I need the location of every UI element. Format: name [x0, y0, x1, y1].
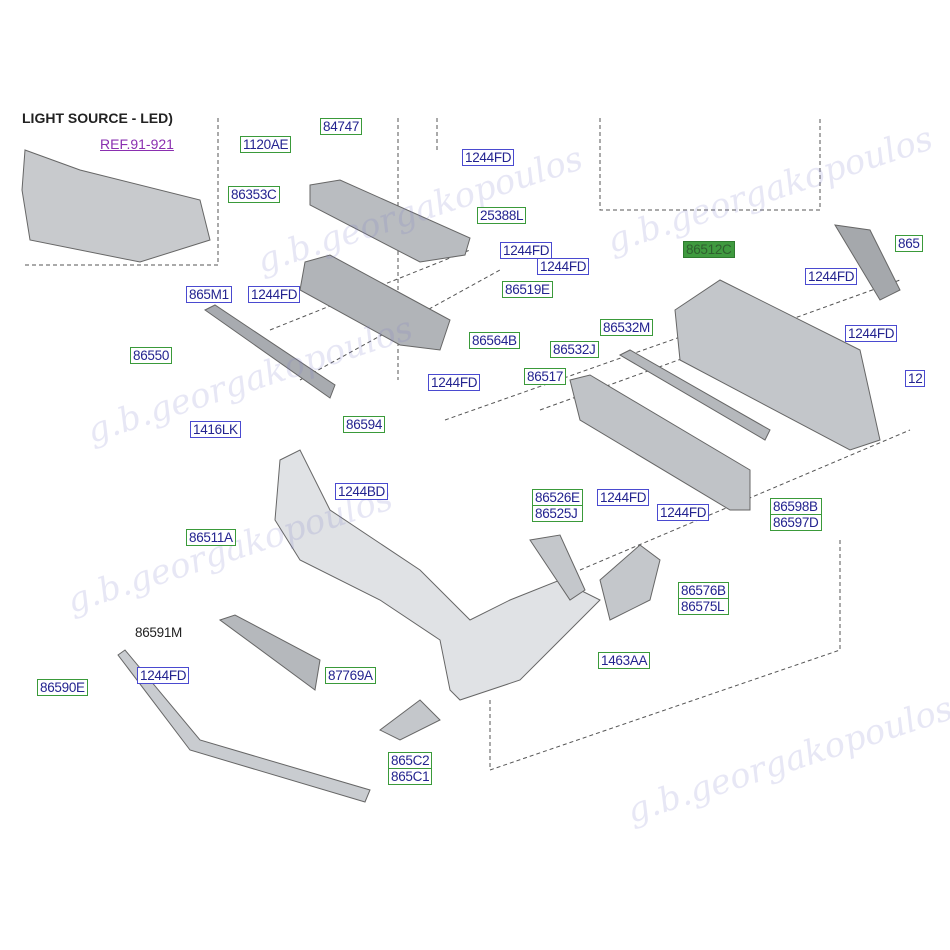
part-label-group: 865C2 865C1	[388, 752, 433, 785]
bracket-86526E	[529, 534, 586, 601]
part-label[interactable]: 87769A	[325, 667, 376, 684]
part-label[interactable]: 86597D	[771, 515, 821, 530]
part-label[interactable]: 1244FD	[428, 374, 481, 391]
part-label[interactable]: 86511A	[186, 529, 236, 546]
part-label[interactable]: 1416LK	[190, 421, 241, 438]
part-label[interactable]: 86591M	[133, 625, 184, 640]
part-label[interactable]: 865C1	[389, 769, 432, 784]
part-label[interactable]: 1244FD	[137, 667, 190, 684]
part-label[interactable]: 1244FD	[657, 504, 710, 521]
lower-bar-86532J	[569, 374, 751, 511]
part-label-highlighted[interactable]: 86512C	[683, 241, 735, 258]
part-label[interactable]: 1244FD	[537, 258, 590, 275]
part-label[interactable]: 1244FD	[248, 286, 301, 303]
part-label[interactable]: 1463AA	[598, 652, 651, 669]
part-label[interactable]: 1244FD	[462, 149, 515, 166]
grille-86512C	[674, 279, 881, 451]
molding-865M1	[204, 304, 336, 399]
part-label[interactable]: 86525J	[533, 506, 582, 521]
strip-86532M	[618, 349, 771, 441]
part-label[interactable]: 1120AE	[240, 136, 292, 153]
led-module	[21, 149, 211, 263]
part-label-group: 86576B 86575L	[678, 582, 729, 615]
part-label[interactable]: 86594	[343, 416, 386, 433]
part-label[interactable]: 1244FD	[805, 268, 858, 285]
part-label[interactable]: 865C2	[389, 753, 432, 769]
inset-border	[22, 118, 219, 266]
part-label[interactable]: 12	[905, 370, 926, 387]
section-title: LIGHT SOURCE - LED)	[22, 110, 173, 126]
reference-link[interactable]: REF.91-921	[100, 136, 174, 152]
part-label[interactable]: 1244FD	[500, 242, 553, 259]
part-label[interactable]: 86526E	[533, 490, 582, 506]
side-bracket-865	[834, 224, 901, 301]
upper-bracket-86353C	[309, 179, 471, 263]
bumper-86511A	[274, 449, 601, 701]
part-label[interactable]: 86517	[524, 368, 567, 385]
part-label[interactable]: 84747	[320, 118, 363, 135]
bracket-86576B	[599, 544, 661, 621]
part-label-group: 86598B 86597D	[770, 498, 822, 531]
part-label[interactable]: 86598B	[771, 499, 821, 515]
part-label[interactable]: 86532M	[600, 319, 653, 336]
part-label[interactable]: 86575L	[679, 599, 728, 614]
part-label[interactable]: 86519E	[502, 281, 553, 298]
part-label[interactable]: 25388L	[477, 207, 527, 224]
plate-87769A	[218, 614, 321, 691]
part-label[interactable]: 865	[895, 235, 923, 252]
part-label[interactable]: 1244FD	[845, 325, 898, 342]
part-label[interactable]: 1244BD	[335, 483, 388, 500]
part-label[interactable]: 1244FD	[597, 489, 650, 506]
trim-865C	[379, 699, 441, 741]
part-label[interactable]: 865M1	[186, 286, 232, 303]
part-label[interactable]: 86576B	[679, 583, 728, 599]
part-label-group: 86526E 86525J	[532, 489, 583, 522]
part-label[interactable]: 86564B	[469, 332, 520, 349]
part-label[interactable]: 86353C	[228, 186, 280, 203]
part-label[interactable]: 86550	[130, 347, 173, 364]
lip-86590E	[117, 649, 371, 803]
inset-border-right	[599, 118, 821, 211]
part-label[interactable]: 86532J	[550, 341, 599, 358]
part-label[interactable]: 86590E	[37, 679, 88, 696]
